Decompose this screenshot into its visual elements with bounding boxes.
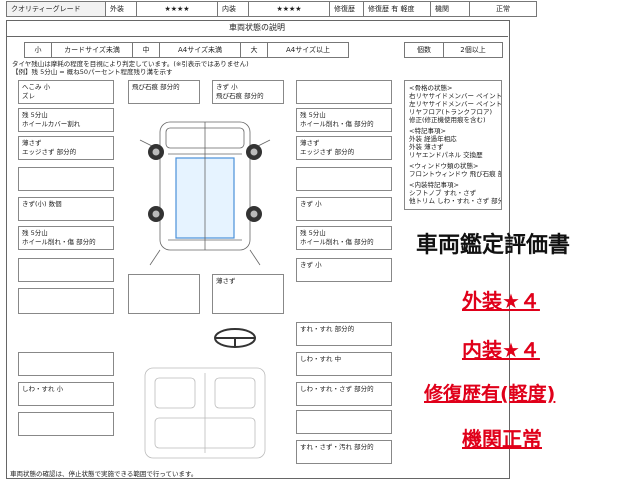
callout-left-7: 残 5分山 ホイール削れ・傷 部分的 bbox=[18, 226, 114, 250]
side-note-16: 他トリム しわ・すれ・さず 部分的 bbox=[409, 197, 502, 205]
repair-value: 修復歴 有 軽度 bbox=[363, 1, 431, 17]
count-label: 個数 bbox=[404, 42, 444, 58]
callout-right-4 bbox=[296, 167, 392, 191]
interior-left-3 bbox=[18, 412, 114, 436]
callout-right-6: 残 5分山 ホイール削れ・傷 部分的 bbox=[296, 226, 392, 250]
appraisal-engine: 機関正常 bbox=[462, 427, 542, 451]
side-note-1: 右リヤサイドメンバー ペイント bbox=[409, 92, 502, 100]
callout-bottom-1 bbox=[128, 274, 200, 314]
size-large-desc: A4サイズ以上 bbox=[267, 42, 349, 58]
interior-left-2: しわ・すれ 小 bbox=[18, 382, 114, 406]
side-note-14: <内装特記事項> bbox=[409, 181, 459, 189]
callout-bottom-2: 薄さず bbox=[212, 274, 284, 314]
interior-left-1 bbox=[18, 352, 114, 376]
count-table: 個数 2個以上 bbox=[404, 42, 503, 58]
side-note-15: シフトノブ すれ・さず bbox=[409, 189, 477, 197]
interior-value: ★★★★ bbox=[248, 1, 330, 17]
interior-right-5: すれ・さず・汚れ 部分的 bbox=[296, 440, 392, 464]
interior-label: 内装 bbox=[217, 1, 249, 17]
callout-right-1 bbox=[296, 80, 392, 104]
side-note-0: <骨格の状態> bbox=[409, 84, 453, 92]
repair-label: 修復歴 bbox=[329, 1, 364, 17]
size-medium: 中 bbox=[132, 42, 160, 58]
side-note-11: <ウィンドウ類の状態> bbox=[409, 162, 479, 170]
report-title: 車両状態の説明 bbox=[6, 20, 508, 37]
side-note-4: 修正(修正機使用痕を含む) bbox=[409, 116, 486, 124]
callout-right-2: 残 5分山 ホイール削れ・傷 部分的 bbox=[296, 108, 392, 132]
note-line-1: タイヤ残山は摩耗の程度を目視により判定しています。(※引表示ではありません) bbox=[12, 60, 249, 68]
side-note-7: 外装 経過年相応 bbox=[409, 135, 457, 143]
callout-top-1: 飛び石痕 部分的 bbox=[128, 80, 200, 104]
appraisal-repair: 修復歴有(軽度) bbox=[424, 383, 556, 405]
callout-bottom-left bbox=[18, 288, 114, 314]
exterior-value: ★★★★ bbox=[136, 1, 218, 17]
header-table: クオリティーグレード 外装 ★★★★ 内装 ★★★★ 修復歴 修復歴 有 軽度 … bbox=[6, 1, 537, 17]
size-small-desc: カードサイズ未満 bbox=[51, 42, 133, 58]
note-line-2: 【例】残 5分山 = 概ね50パーセント程度残り溝を示す bbox=[12, 68, 173, 76]
callout-right-3: 薄さず エッジさず 部分的 bbox=[296, 136, 392, 160]
size-large: 大 bbox=[240, 42, 268, 58]
interior-diagram bbox=[144, 328, 266, 459]
callout-left-6: きず(小) 数個 bbox=[18, 197, 114, 221]
callout-right-5: きず 小 bbox=[296, 197, 392, 221]
interior-right-3: しわ・すれ・さず 部分的 bbox=[296, 382, 392, 406]
appraisal-exterior: 外装★４ bbox=[462, 289, 540, 313]
interior-right-1: すれ・すれ 部分的 bbox=[296, 322, 392, 346]
size-medium-desc: A4サイズ未満 bbox=[159, 42, 241, 58]
interior-right-2: しわ・すれ 中 bbox=[296, 352, 392, 376]
side-note-2: 左リヤサイドメンバー ペイント bbox=[409, 100, 502, 108]
appraisal-interior: 内装★４ bbox=[462, 338, 540, 362]
side-note-6: <特記事項> bbox=[409, 127, 446, 135]
callout-left-4: 薄さず エッジさず 部分的 bbox=[18, 136, 114, 160]
side-note-9: リヤエンドパネル 交換歴 bbox=[409, 151, 483, 159]
size-table: 小 カードサイズ未満 中 A4サイズ未満 大 A4サイズ以上 bbox=[24, 42, 349, 58]
quality-label: クオリティーグレード bbox=[6, 1, 106, 17]
engine-label: 機関 bbox=[430, 1, 470, 17]
interior-right-4 bbox=[296, 410, 392, 434]
callout-top-2: きず 小 飛び石痕 部分的 bbox=[212, 80, 284, 104]
count-value: 2個以上 bbox=[443, 42, 503, 58]
side-note-12: フロントウィンドウ 飛び石痕 部分的 bbox=[409, 170, 501, 178]
exterior-label: 外装 bbox=[105, 1, 137, 17]
car-top-view-diagram bbox=[139, 121, 271, 266]
side-notes-box: <骨格の状態> 右リヤサイドメンバー ペイント 左リヤサイドメンバー ペイント … bbox=[404, 80, 502, 210]
callout-left-8 bbox=[18, 258, 114, 282]
side-note-3: リヤフロア(トランクフロア) bbox=[409, 108, 493, 116]
callout-right-7: きず 小 bbox=[296, 258, 392, 282]
size-small: 小 bbox=[24, 42, 52, 58]
engine-value: 正常 bbox=[469, 1, 537, 17]
footer-note: 車両状態の確認は、停止状態で実施できる範囲で行っています。 bbox=[10, 470, 198, 478]
side-note-8: 外装 薄さず bbox=[409, 143, 444, 151]
report-panel bbox=[6, 20, 510, 479]
appraisal-title: 車両鑑定評価書 bbox=[416, 233, 571, 258]
callout-left-1: へこみ 小 ズレ bbox=[18, 80, 114, 104]
callout-left-3: 残 5分山 ホイールカバー割れ bbox=[18, 108, 114, 132]
callout-left-5 bbox=[18, 167, 114, 191]
